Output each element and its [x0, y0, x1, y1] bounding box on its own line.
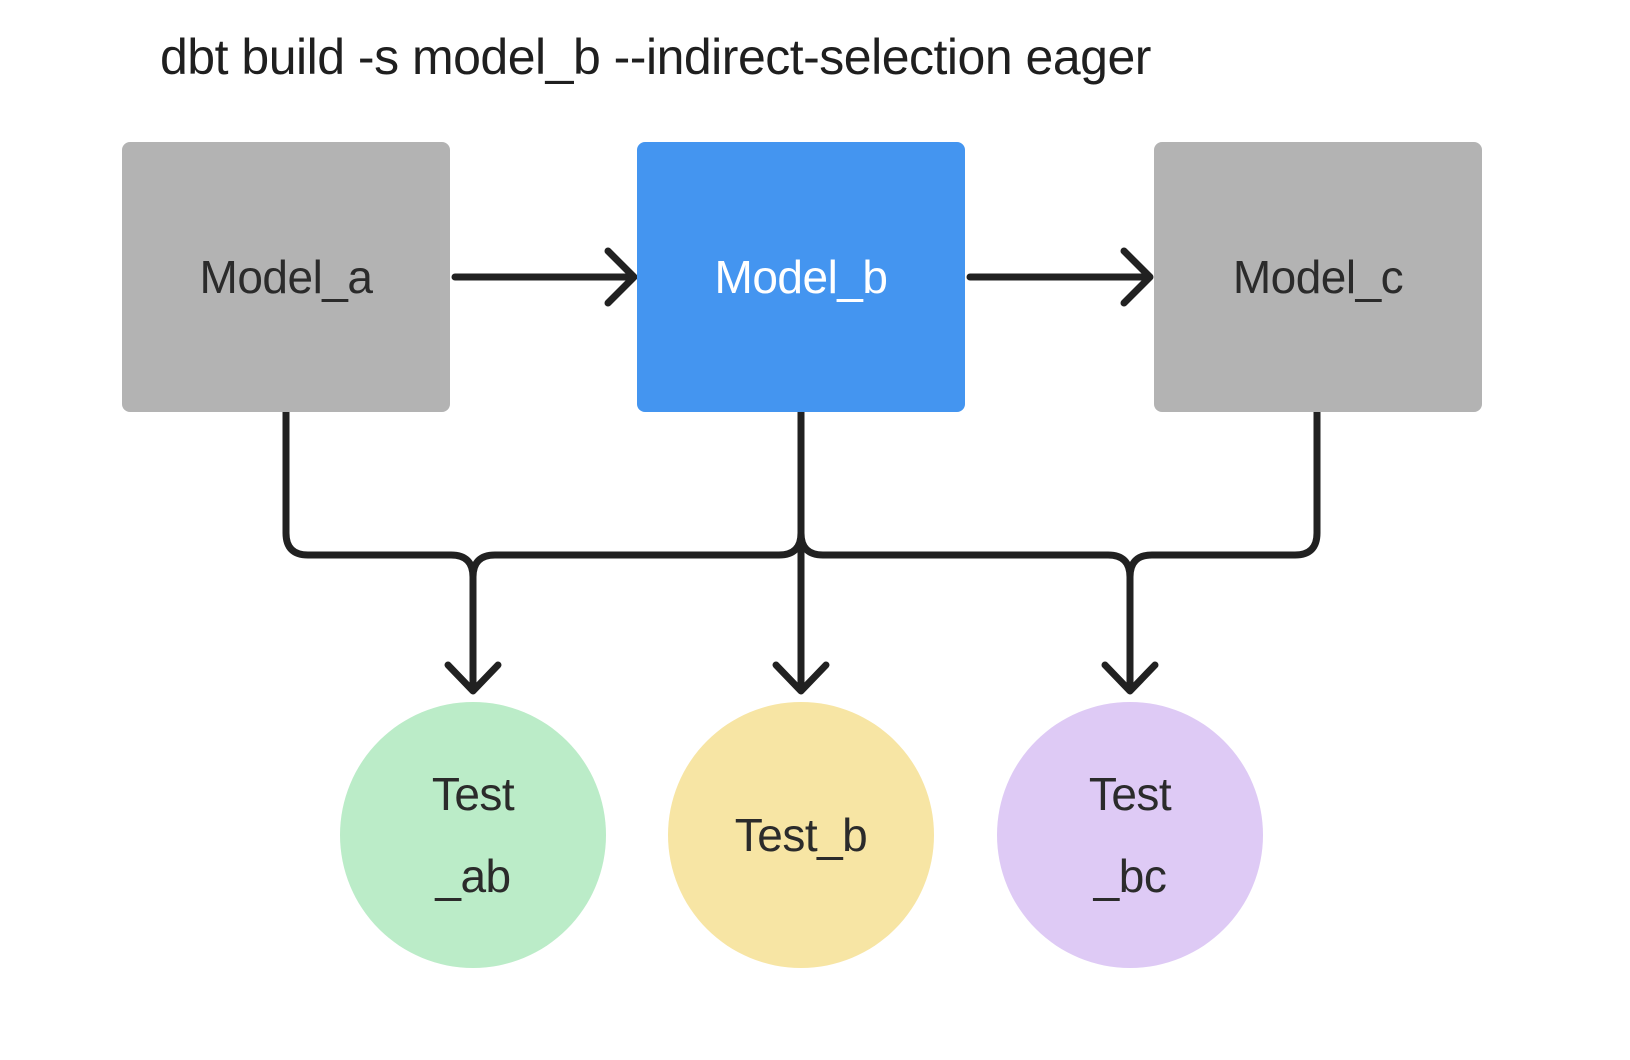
- edge-model-b-to-test-ab: [469, 408, 805, 693]
- node-model-a-label: Model_a: [199, 251, 373, 303]
- node-model-c-label: Model_c: [1232, 251, 1404, 303]
- edge-model-a-to-test-ab: [282, 408, 477, 693]
- node-test-b: Test_b: [668, 702, 934, 968]
- node-model-b: Model_b: [637, 142, 965, 412]
- edge-model-b-to-test-bc: [797, 408, 1134, 693]
- node-model-b-label: Model_b: [714, 251, 888, 303]
- arrowhead-down-icon: [1101, 661, 1159, 695]
- arrowhead-down-icon: [444, 661, 502, 695]
- edge-model-b-to-model-c: [966, 247, 1154, 307]
- node-model-a: Model_a: [122, 142, 450, 412]
- node-test-ab: Test _ab: [340, 702, 606, 968]
- node-test-ab-label-line2: _ab: [435, 850, 511, 902]
- arrowhead-right-icon: [1120, 247, 1154, 307]
- edge-model-c-to-test-bc: [1126, 408, 1321, 693]
- node-test-bc-label-line2: _bc: [1093, 850, 1167, 902]
- arrowhead-down-icon: [772, 661, 830, 695]
- node-test-b-label-line1: Test_b: [734, 809, 868, 861]
- node-test-ab-label-line1: Test: [431, 768, 515, 820]
- node-test-bc: Test _bc: [997, 702, 1263, 968]
- edge-model-a-to-model-b: [451, 247, 638, 307]
- diagram-title: dbt build -s model_b --indirect-selectio…: [160, 29, 1151, 85]
- arrowhead-right-icon: [604, 247, 638, 307]
- node-test-bc-label-line1: Test: [1088, 768, 1172, 820]
- node-model-c: Model_c: [1154, 142, 1482, 412]
